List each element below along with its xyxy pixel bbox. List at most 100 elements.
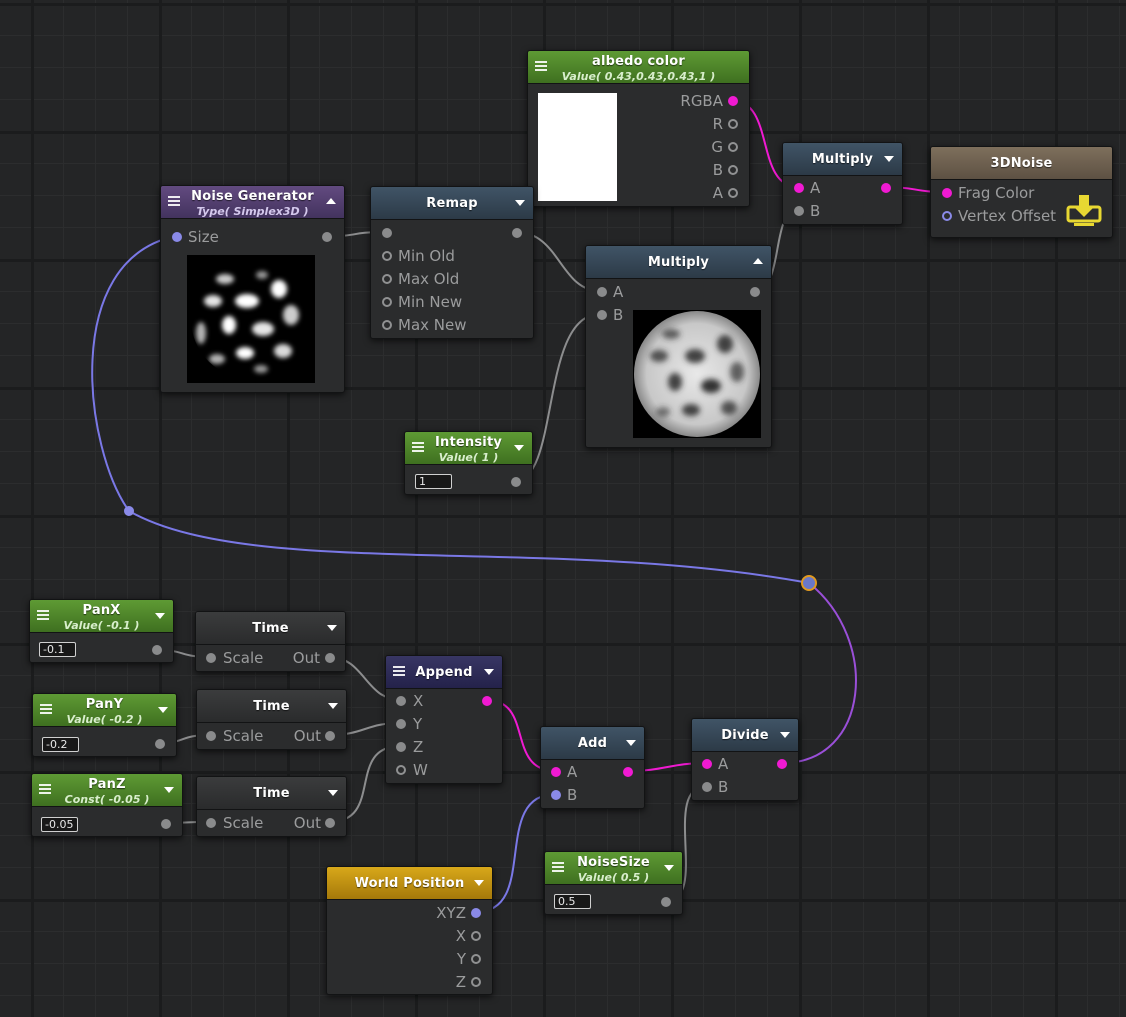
input-port-vertex-offset[interactable] [942, 211, 952, 221]
input-port-a[interactable] [551, 767, 561, 777]
node-header[interactable]: Append [386, 656, 502, 689]
output-port-out[interactable] [325, 818, 335, 828]
input-port-z[interactable] [396, 742, 406, 752]
input-port-w[interactable] [396, 765, 406, 775]
node-header[interactable]: 3DNoise [931, 147, 1112, 180]
pany-node[interactable]: PanY Value( -0.2 ) -0.2 [32, 693, 177, 757]
input-port-b[interactable] [597, 310, 607, 320]
node-header[interactable]: World Position [327, 867, 492, 900]
node-header[interactable]: Multiply [586, 246, 771, 279]
remap-node[interactable]: Remap Min Old Max Old Min New Max New [370, 186, 534, 339]
output-port-a[interactable] [728, 188, 738, 198]
input-port-scale[interactable] [206, 731, 216, 741]
node-header[interactable]: PanZ Const( -0.05 ) [32, 774, 182, 807]
collapse-toggle-icon[interactable] [626, 740, 636, 746]
time-node-2[interactable]: Time Scale Out [196, 689, 347, 750]
noise-size-node[interactable]: NoiseSize Value( 0.5 ) 0.5 [544, 851, 683, 915]
output-port[interactable] [623, 767, 633, 777]
input-port-a[interactable] [794, 183, 804, 193]
value-input[interactable]: 1 [415, 474, 452, 489]
collapse-toggle-icon[interactable] [328, 790, 338, 796]
output-port[interactable] [661, 897, 671, 907]
input-port-a[interactable] [597, 287, 607, 297]
node-header[interactable]: Time [197, 690, 346, 723]
node-header[interactable]: albedo color Value( 0.43,0.43,0.43,1 ) [528, 51, 749, 84]
save-download-icon[interactable] [1065, 193, 1103, 229]
input-port-frag-color[interactable] [942, 188, 952, 198]
collapse-toggle-icon[interactable] [158, 707, 168, 713]
node-header[interactable]: Noise Generator Type( Simplex3D ) [161, 186, 344, 219]
menu-icon[interactable] [393, 666, 405, 678]
output-port[interactable] [881, 183, 891, 193]
menu-icon[interactable] [168, 196, 180, 208]
reroute-point[interactable] [124, 506, 134, 516]
collapse-toggle-icon[interactable] [515, 200, 525, 206]
output-port-b[interactable] [728, 165, 738, 175]
input-port-max-old[interactable] [382, 274, 392, 284]
output-port[interactable] [511, 477, 521, 487]
node-header[interactable]: Divide [692, 719, 798, 752]
panz-node[interactable]: PanZ Const( -0.05 ) -0.05 [31, 773, 183, 837]
collapse-toggle-icon[interactable] [474, 880, 484, 886]
panx-node[interactable]: PanX Value( -0.1 ) -0.1 [29, 599, 174, 663]
output-port[interactable] [152, 645, 162, 655]
collapse-toggle-icon[interactable] [780, 732, 790, 738]
menu-icon[interactable] [37, 610, 49, 622]
output-port-out[interactable] [325, 731, 335, 741]
node-header[interactable]: Time [197, 777, 346, 810]
collapse-toggle-icon[interactable] [884, 156, 894, 162]
menu-icon[interactable] [552, 862, 564, 874]
output-port-xyz[interactable] [471, 908, 481, 918]
output-port[interactable] [777, 759, 787, 769]
input-port-size[interactable] [172, 232, 182, 242]
noise-generator-node[interactable]: Noise Generator Type( Simplex3D ) Size [160, 185, 345, 393]
output-port[interactable] [512, 228, 522, 238]
value-input[interactable]: -0.2 [42, 737, 79, 752]
input-port-min-old[interactable] [382, 251, 392, 261]
node-header[interactable]: Remap [371, 187, 533, 220]
input-port-b[interactable] [702, 782, 712, 792]
node-header[interactable]: Add [541, 727, 644, 760]
output-port-g[interactable] [728, 142, 738, 152]
input-port-max-new[interactable] [382, 320, 392, 330]
node-header[interactable]: PanY Value( -0.2 ) [33, 694, 176, 727]
collapse-toggle-icon[interactable] [664, 865, 674, 871]
input-port-y[interactable] [396, 719, 406, 729]
menu-icon[interactable] [412, 442, 424, 454]
collapse-toggle-icon[interactable] [164, 787, 174, 793]
value-input[interactable]: -0.1 [39, 642, 76, 657]
node-header[interactable]: Time [196, 612, 345, 645]
collapse-toggle-icon[interactable] [753, 258, 763, 264]
multiply-node-top[interactable]: Multiply A B [782, 142, 903, 225]
input-port-a[interactable] [702, 759, 712, 769]
node-header[interactable]: PanX Value( -0.1 ) [30, 600, 173, 633]
output-port[interactable] [155, 739, 165, 749]
menu-icon[interactable] [535, 61, 547, 73]
node-header[interactable]: Multiply [783, 143, 902, 176]
output-port[interactable] [322, 232, 332, 242]
input-port-x[interactable] [396, 696, 406, 706]
multiply-node-mid[interactable]: Multiply A B [585, 245, 772, 448]
output-port[interactable] [482, 696, 492, 706]
time-node-3[interactable]: Time Scale Out [196, 776, 347, 837]
value-input[interactable]: 0.5 [554, 894, 591, 909]
output-port[interactable] [750, 287, 760, 297]
append-node[interactable]: Append X Y Z W [385, 655, 503, 784]
collapse-toggle-icon[interactable] [514, 445, 524, 451]
input-port-value[interactable] [382, 228, 392, 238]
input-port-scale[interactable] [206, 818, 216, 828]
collapse-toggle-icon[interactable] [328, 703, 338, 709]
collapse-toggle-icon[interactable] [484, 669, 494, 675]
menu-icon[interactable] [39, 784, 51, 796]
node-header[interactable]: NoiseSize Value( 0.5 ) [545, 852, 682, 885]
add-node[interactable]: Add A B [540, 726, 645, 809]
output-port-x[interactable] [471, 931, 481, 941]
input-port-b[interactable] [794, 206, 804, 216]
input-port-b[interactable] [551, 790, 561, 800]
time-node-1[interactable]: Time Scale Out [195, 611, 346, 672]
output-node-3dnoise[interactable]: 3DNoise Frag Color Vertex Offset [930, 146, 1113, 238]
output-port-r[interactable] [728, 119, 738, 129]
output-port-out[interactable] [325, 653, 335, 663]
output-port-rgba[interactable] [728, 96, 738, 106]
albedo-color-node[interactable]: albedo color Value( 0.43,0.43,0.43,1 ) R… [527, 50, 750, 207]
